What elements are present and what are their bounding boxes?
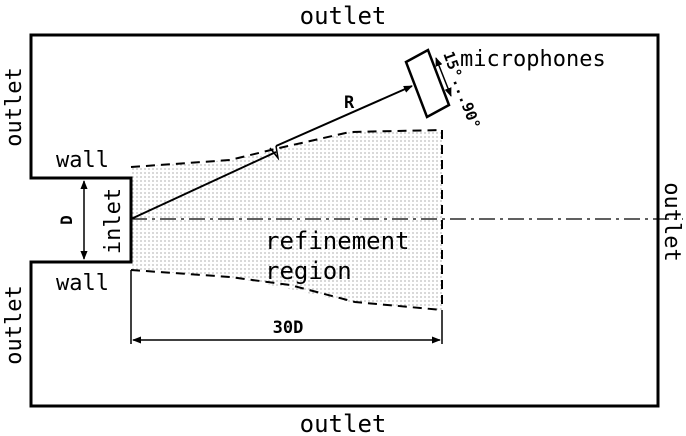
refinement-region-fill <box>131 130 442 310</box>
inlet-label: inlet <box>101 188 126 254</box>
refinement-region-upper-edge <box>130 129 443 168</box>
refinement-region-lower-edge <box>130 269 443 311</box>
radius-arrow-segment <box>130 151 277 220</box>
outlet-right-label: outlet <box>659 182 684 261</box>
wall-upper-label: wall <box>56 148 109 173</box>
diameter-label: D <box>57 215 76 225</box>
outlet-left-lower-label: outlet <box>2 285 27 364</box>
angle-arrow <box>435 57 452 97</box>
microphones-label: microphones <box>460 47 606 72</box>
wall-lower-label: wall <box>56 271 109 296</box>
radius-label: R <box>344 93 355 113</box>
radius-arrow <box>275 85 413 147</box>
outlet-bottom-label: outlet <box>300 410 387 436</box>
refinement-label-line2: region <box>265 257 352 285</box>
radius-break-mark <box>269 145 280 161</box>
outlet-top-label: outlet <box>300 2 387 30</box>
refinement-label-line1: refinement <box>265 227 410 255</box>
length-label: 30D <box>273 318 304 338</box>
domain-boundary <box>29 33 660 408</box>
outlet-left-upper-label: outlet <box>2 67 27 146</box>
microphone-array <box>404 48 451 119</box>
